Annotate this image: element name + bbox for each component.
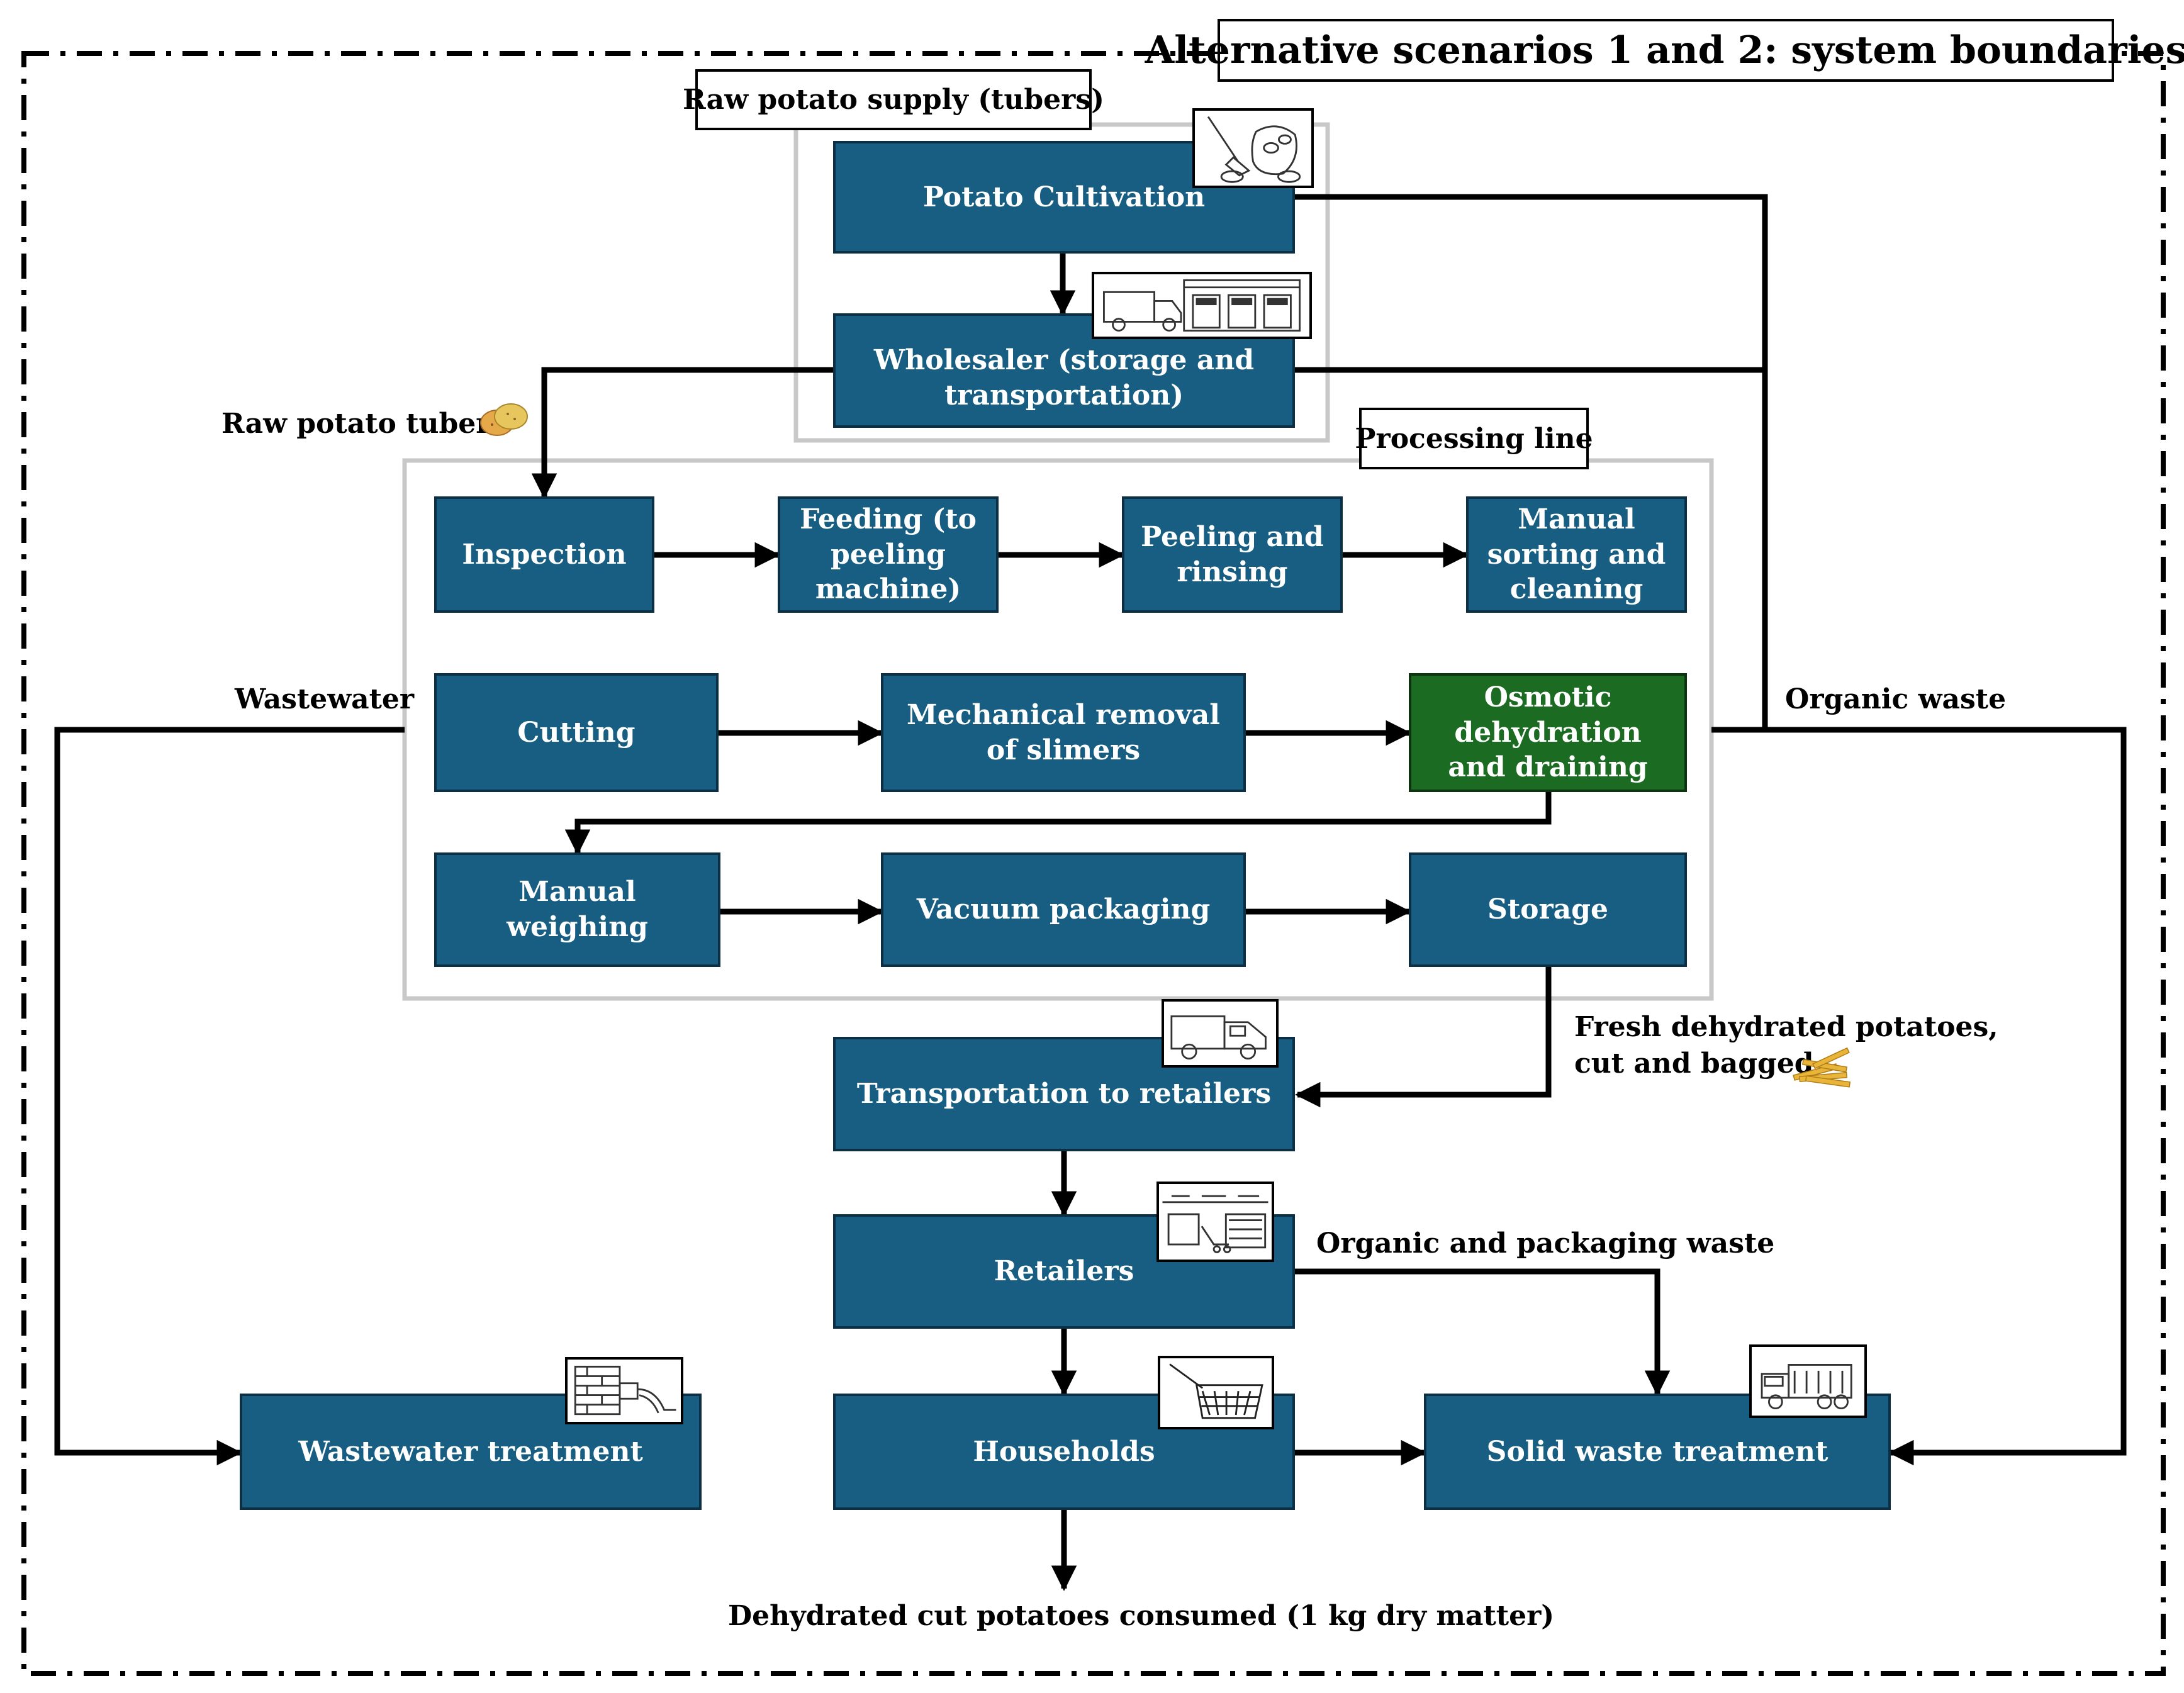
label-organic-waste: Organic waste bbox=[1785, 683, 2007, 715]
edge-retailers-solidwaste bbox=[1295, 1268, 1671, 1397]
system-boundary bbox=[21, 51, 2166, 1676]
node-manual-weighing[interactable]: Manual weighing bbox=[434, 852, 720, 967]
french-fries-icon bbox=[1787, 1044, 1859, 1088]
garbage-truck-icon bbox=[1749, 1344, 1867, 1418]
sewer-outflow-icon bbox=[565, 1357, 683, 1424]
edge-wholesaler-inspection bbox=[531, 367, 834, 500]
delivery-truck-icon bbox=[1162, 999, 1279, 1068]
node-mechanical-removal[interactable]: Mechanical removal of slimers bbox=[881, 673, 1246, 792]
edge-cultivation-waste bbox=[1295, 194, 1768, 730]
label-wastewater: Wastewater bbox=[235, 683, 415, 715]
processing-line-label: Processing line bbox=[1355, 408, 1593, 469]
label-fresh-line2: cut and bagged bbox=[1574, 1048, 1814, 1080]
label-raw-tubers: Raw potato tubers bbox=[221, 408, 507, 440]
node-potato-cultivation[interactable]: Potato Cultivation bbox=[833, 141, 1295, 254]
edge-organic-waste bbox=[1711, 727, 2127, 1466]
node-storage[interactable]: Storage bbox=[1409, 852, 1687, 967]
label-organic-packaging: Organic and packaging waste bbox=[1316, 1227, 1775, 1260]
node-cutting[interactable]: Cutting bbox=[434, 673, 719, 792]
frying-basket-icon bbox=[1158, 1356, 1274, 1429]
edge-wastewater bbox=[54, 727, 405, 1466]
edge-storage-transport bbox=[1294, 967, 1552, 1108]
truck-warehouse-icon bbox=[1092, 272, 1312, 339]
potato-sack-shovel-icon bbox=[1192, 108, 1314, 188]
node-peeling[interactable]: Peeling and rinsing bbox=[1122, 496, 1343, 613]
node-inspection[interactable]: Inspection bbox=[434, 496, 654, 613]
label-consumed: Dehydrated cut potatoes consumed (1 kg d… bbox=[728, 1600, 1555, 1632]
node-manual-sorting[interactable]: Manual sorting and cleaning bbox=[1466, 496, 1687, 613]
node-vacuum-packaging[interactable]: Vacuum packaging bbox=[881, 852, 1246, 967]
node-feeding[interactable]: Feeding (to peeling machine) bbox=[778, 496, 999, 613]
raw-supply-label: Raw potato supply (tubers) bbox=[683, 69, 1104, 130]
node-osmotic-dehydration[interactable]: Osmotic dehydration and draining bbox=[1409, 673, 1687, 792]
edge-osmotic-weighing bbox=[564, 792, 1552, 856]
supermarket-icon bbox=[1156, 1182, 1274, 1262]
potato-tubers-icon bbox=[473, 396, 533, 444]
diagram-title: Alternative scenarios 1 and 2: system bo… bbox=[1145, 19, 2184, 82]
label-fresh-line1: Fresh dehydrated potatoes, bbox=[1574, 1011, 1998, 1043]
